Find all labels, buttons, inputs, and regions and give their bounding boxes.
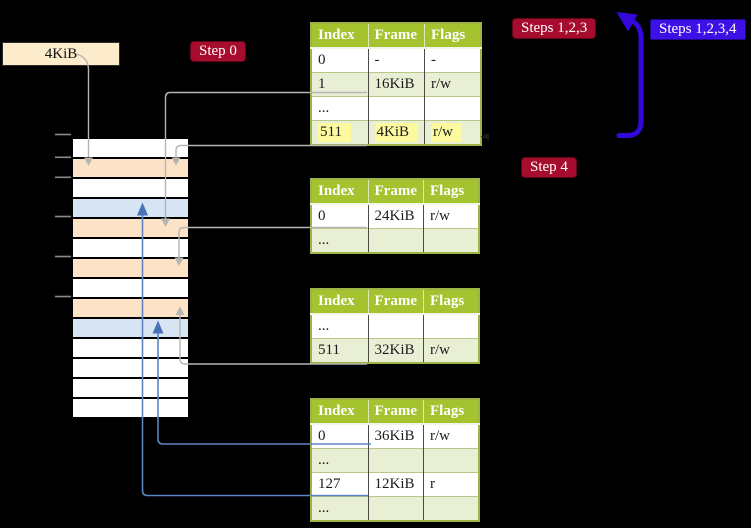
col-header-frame: Frame [367, 289, 424, 315]
table-row: 0 - - [311, 47, 481, 73]
cell-flags [422, 313, 480, 339]
step4-badge: Step 4 [521, 157, 577, 178]
highlight-mark: 4KiB [374, 123, 419, 142]
page-table-2: Index Frame Flags 0 24KiB r/w ... [310, 178, 481, 254]
cell-flags: r/w [422, 423, 480, 449]
cell-index: 0 [311, 423, 368, 449]
col-header-index: Index [311, 399, 368, 425]
col-header-index: Index [311, 289, 368, 315]
memory-cell-2 [73, 159, 188, 179]
table-header-row: Index Frame Flags [311, 289, 480, 315]
cell-flags: r/w [424, 72, 481, 97]
cell-index: ... [311, 313, 368, 339]
memory-cell-3 [73, 179, 188, 199]
table-header-row: Index Frame Flags [311, 179, 480, 205]
cell-frame: 24KiB [367, 203, 424, 229]
cell-flags [424, 96, 481, 121]
memory-cell-6 [73, 239, 188, 259]
cell-index: ... [311, 496, 368, 521]
cell-frame [367, 496, 424, 521]
col-header-flags: Flags [422, 179, 480, 205]
memory-cell-10 [73, 319, 188, 339]
table-header-row: Index Frame Flags [311, 399, 480, 425]
cell-frame: 36KiB [367, 423, 424, 449]
cell-flags [422, 448, 480, 473]
col-header-index: Index [311, 179, 368, 205]
highlight-mark: 511 [318, 123, 351, 142]
cell-index: 0 [311, 203, 368, 229]
col-header-index: Index [311, 23, 368, 49]
cell-flags: r/w [424, 120, 481, 145]
loop-arrow-steps [616, 19, 644, 138]
memory-cell-11 [73, 339, 188, 359]
highlight-mark: r/w [431, 123, 463, 142]
memory-cell-7 [73, 259, 188, 279]
frame-address-label: 4KiB [2, 42, 120, 66]
table-row: ... [311, 448, 480, 473]
col-header-flags: Flags [422, 399, 480, 425]
col-header-flags: Flags [424, 23, 481, 49]
table-row: 1 16KiB r/w [311, 72, 481, 97]
cell-index: ... [311, 228, 368, 253]
cell-index: 511 [311, 338, 368, 363]
cell-frame [367, 96, 425, 121]
table-row: 0 36KiB r/w [311, 423, 480, 449]
loop-arrowhead-icon [616, 12, 638, 32]
physical-memory-column [71, 137, 190, 419]
cell-index: ... [311, 96, 368, 121]
cell-frame [367, 228, 424, 253]
cell-flags: r/w [422, 338, 480, 363]
memory-cell-12 [73, 359, 188, 379]
cell-frame: 4KiB [367, 120, 425, 145]
memory-cell-14 [73, 399, 188, 417]
table-row: 0 24KiB r/w [311, 203, 480, 229]
table-row: ... [311, 228, 480, 253]
col-header-frame: Frame [367, 23, 425, 49]
memory-cell-8 [73, 279, 188, 299]
cell-flags: - [424, 47, 481, 73]
table-row: ... [311, 96, 481, 121]
cell-index: 127 [311, 472, 368, 497]
cell-flags [422, 228, 480, 253]
page-table-4: Index Frame Flags 0 36KiB r/w ... 127 12… [310, 398, 481, 522]
cell-frame [367, 448, 424, 473]
arrow-table1-row511-to-cell2 [175, 144, 367, 158]
memory-cell-5 [73, 219, 188, 239]
table-row-highlighted: 511 4KiB r/w [311, 120, 481, 145]
cell-frame: 16KiB [367, 72, 425, 97]
page-table-1: Index Frame Flags 0 - - 1 16KiB r/w ... [310, 22, 482, 146]
cell-flags: r [422, 472, 480, 497]
cell-index: 511 [311, 120, 368, 145]
cell-index: 1 [311, 72, 368, 97]
step0-badge: Step 0 [190, 41, 246, 62]
table-row: 511 32KiB r/w [311, 338, 480, 363]
memory-cell-4 [73, 199, 188, 219]
table-row: ... [311, 313, 480, 339]
page-table-3: Index Frame Flags ... 511 32KiB r/w [310, 288, 481, 364]
cell-flags: r/w [422, 203, 480, 229]
cell-frame: - [367, 47, 425, 73]
memory-cell-13 [73, 379, 188, 399]
memory-cell-1 [73, 139, 188, 159]
steps1234-badge: Steps 1,2,3,4 [650, 19, 746, 40]
table-header-row: Index Frame Flags [311, 23, 481, 49]
cell-index: 0 [311, 47, 368, 73]
cell-frame: 12KiB [367, 472, 424, 497]
steps123-badge: Steps 1,2,3 [512, 18, 597, 39]
table-row: ... [311, 496, 480, 521]
memory-cell-9 [73, 299, 188, 319]
table1-edge-tick-icon [480, 133, 489, 140]
cell-flags [422, 496, 480, 521]
cell-index: ... [311, 448, 368, 473]
col-header-flags: Flags [422, 289, 480, 315]
col-header-frame: Frame [367, 399, 424, 425]
cell-frame: 32KiB [367, 338, 424, 363]
cell-frame [367, 313, 424, 339]
table-row: 127 12KiB r [311, 472, 480, 497]
col-header-frame: Frame [367, 179, 424, 205]
address-tick-marks [55, 133, 71, 298]
